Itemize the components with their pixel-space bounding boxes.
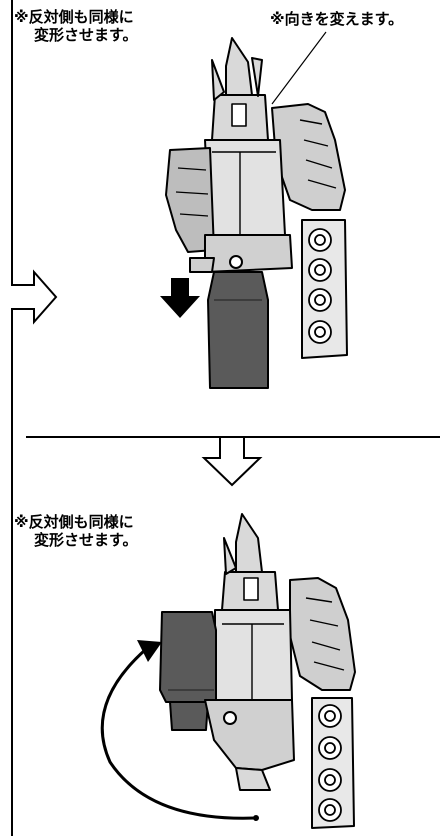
step2-note-line1: ※反対側も同様に — [14, 513, 134, 531]
robot-figure-step2 — [159, 513, 356, 829]
black-down-arrow-icon — [160, 278, 200, 318]
robot-figure-step1 — [165, 37, 348, 389]
down-arrow-icon — [201, 438, 263, 487]
step1-note-both-sides: ※反対側も同様に 変形させます。 — [14, 8, 138, 44]
step2-note-line2: 変形させます。 — [34, 531, 138, 549]
step2-note-both-sides: ※反対側も同様に 変形させます。 — [14, 513, 138, 549]
step1-note-change-direction: ※向きを変えます。 — [270, 10, 404, 28]
step1-note-line2: 変形させます。 — [34, 26, 138, 44]
step1-note-line1: ※反対側も同様に — [14, 8, 134, 26]
leader-line — [271, 31, 327, 105]
flow-line — [11, 0, 58, 836]
rotation-arrow-icon — [100, 640, 259, 821]
